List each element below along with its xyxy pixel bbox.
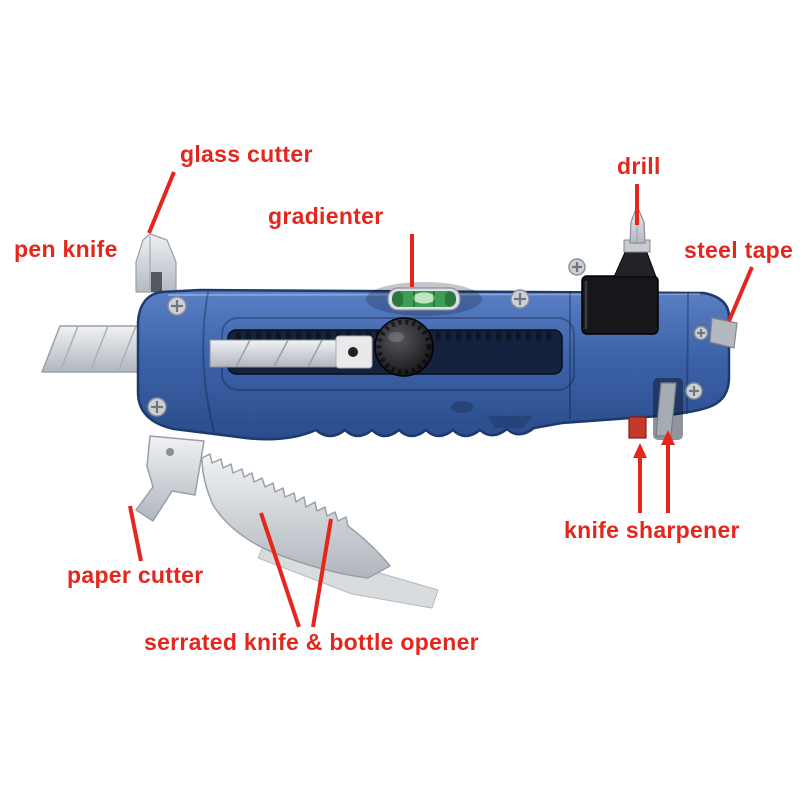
slider-knob: [374, 317, 434, 377]
leader-paper-cutter: [128, 505, 143, 562]
label-pen-knife: pen knife: [14, 236, 118, 262]
label-paper-cutter: paper cutter: [67, 562, 204, 588]
leader-glass-cutter: [147, 171, 176, 234]
leader-serrated-right: [311, 518, 333, 628]
label-steel-tape: steel tape: [684, 237, 794, 263]
leader-serrated-left: [259, 512, 301, 628]
leader-sharpener-arrow-right: [661, 430, 675, 513]
drill-screw: [568, 258, 586, 276]
knife-sharpener-parts: [628, 378, 683, 440]
body-screws: [147, 289, 703, 417]
leader-sharpener-arrow-left: [633, 443, 647, 513]
drill-assembly: [568, 204, 659, 335]
label-knife-sharpener: knife sharpener: [564, 517, 740, 543]
label-gradienter: gradienter: [268, 203, 384, 229]
pen-knife-blade: [41, 325, 149, 373]
paper-cutter-blade: [135, 435, 205, 522]
label-serrated-knife: serrated knife & bottle opener: [144, 629, 479, 655]
serrated-blade: [201, 453, 391, 579]
label-drill: drill: [617, 153, 661, 179]
steel-tape-tab: [693, 317, 738, 349]
leader-steel-tape: [727, 266, 754, 322]
glass-cutter-head: [135, 233, 177, 293]
gradienter-level: [366, 282, 482, 316]
label-glass-cutter: glass cutter: [180, 141, 313, 167]
